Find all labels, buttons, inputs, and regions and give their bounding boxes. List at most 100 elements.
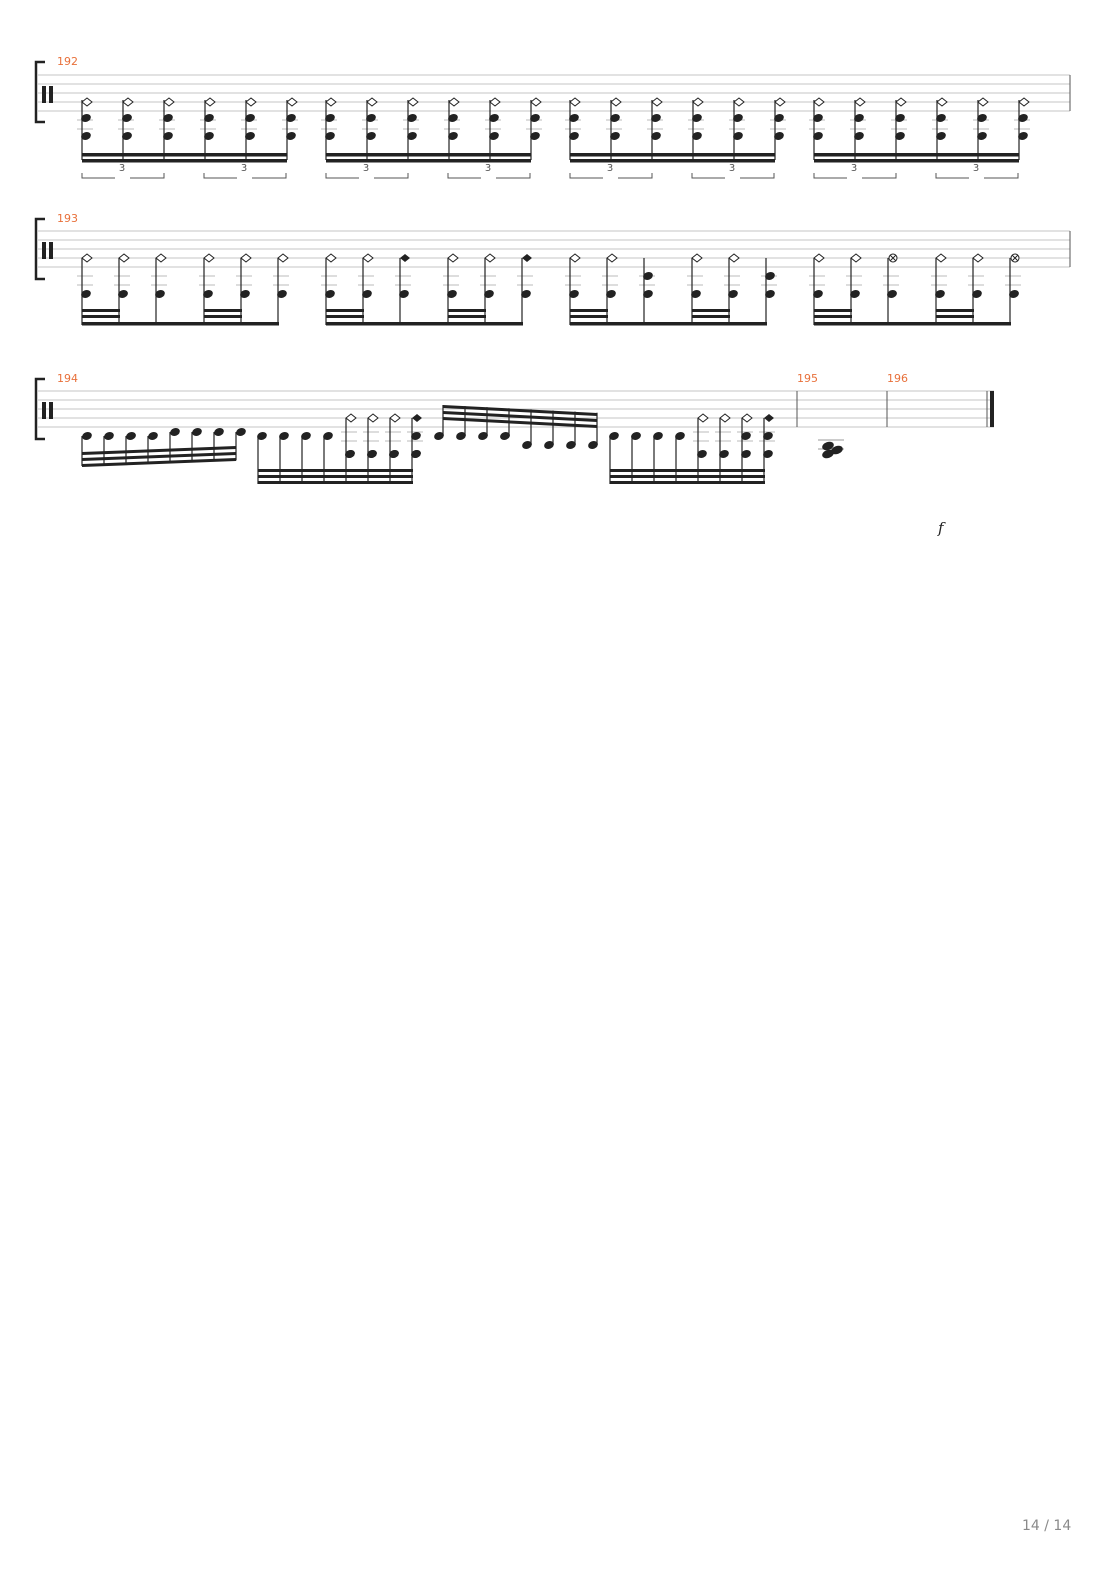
bar-number: 195	[797, 372, 818, 385]
tuplet-number: 3	[851, 163, 857, 174]
cymbal-notehead	[651, 97, 663, 107]
system-2: 193	[34, 212, 1071, 326]
notehead	[643, 272, 653, 280]
bar-number: 192	[57, 55, 78, 68]
cymbal-notehead	[448, 97, 460, 107]
filled-diamond-notehead	[522, 254, 532, 262]
dynamic-marking: f	[937, 519, 946, 537]
notehead	[741, 432, 751, 440]
cymbal-notehead	[81, 97, 93, 107]
notehead	[765, 290, 775, 298]
beams	[82, 309, 1011, 326]
beams	[82, 153, 1019, 163]
cymbal-notehead	[155, 253, 167, 263]
notehead	[675, 432, 685, 440]
notehead	[366, 114, 376, 122]
notehead	[240, 290, 250, 298]
cymbal-notehead	[728, 253, 740, 263]
notehead	[936, 132, 946, 140]
notehead	[813, 114, 823, 122]
notehead	[389, 450, 399, 458]
whole-note-chord	[818, 439, 844, 459]
notehead	[854, 132, 864, 140]
cymbal-notehead	[122, 97, 134, 107]
notehead	[286, 114, 296, 122]
cymbal-notehead	[367, 413, 379, 423]
notehead	[447, 290, 457, 298]
staff-lines	[38, 230, 1070, 268]
notehead	[257, 432, 267, 440]
cymbal-notehead	[489, 97, 501, 107]
notehead	[245, 132, 255, 140]
cymbal-notehead	[895, 97, 907, 107]
notehead	[478, 432, 488, 440]
cymbal-notehead	[813, 253, 825, 263]
notehead	[163, 114, 173, 122]
staff-lines	[38, 74, 1070, 112]
notehead	[367, 450, 377, 458]
cymbal-notehead	[345, 413, 357, 423]
notehead	[126, 432, 136, 440]
notehead	[366, 132, 376, 140]
notehead	[325, 114, 335, 122]
notehead	[362, 290, 372, 298]
filled-diamond-notehead	[764, 414, 774, 422]
notehead	[631, 432, 641, 440]
notehead	[148, 432, 158, 440]
cymbal-notehead	[1018, 97, 1030, 107]
notehead	[122, 114, 132, 122]
notes	[81, 405, 775, 484]
notehead	[155, 290, 165, 298]
cymbal-notehead	[407, 97, 419, 107]
notehead	[774, 114, 784, 122]
notehead	[935, 290, 945, 298]
circled-x-notehead	[1011, 254, 1019, 262]
notehead	[345, 450, 355, 458]
tuplet-number: 3	[241, 163, 247, 174]
cymbal-notehead	[936, 97, 948, 107]
notes	[77, 253, 1021, 325]
notehead	[118, 290, 128, 298]
notehead	[301, 432, 311, 440]
cymbal-notehead	[484, 253, 496, 263]
cymbal-notehead	[774, 97, 786, 107]
notehead	[610, 114, 620, 122]
circled-x-notehead	[889, 254, 897, 262]
cymbal-notehead	[389, 413, 401, 423]
system-bracket	[34, 377, 45, 441]
notehead	[566, 441, 576, 449]
notehead	[407, 114, 417, 122]
notehead	[1018, 132, 1028, 140]
cymbal-notehead	[610, 97, 622, 107]
notehead	[236, 428, 246, 436]
notehead	[728, 290, 738, 298]
percussion-clef	[42, 86, 53, 103]
final-barline-thick	[990, 391, 994, 427]
notehead	[81, 290, 91, 298]
notehead	[104, 432, 114, 440]
score: 192 3 3 3 3 3 3 3 3	[34, 55, 1071, 537]
percussion-clef	[42, 402, 53, 419]
page-number: 14 / 14	[1022, 1518, 1072, 1534]
notehead	[489, 114, 499, 122]
notehead	[192, 428, 202, 436]
notehead	[245, 114, 255, 122]
notehead	[411, 450, 421, 458]
notehead	[733, 114, 743, 122]
cymbal-notehead	[362, 253, 374, 263]
notehead	[279, 432, 289, 440]
notehead	[448, 114, 458, 122]
notehead	[887, 290, 897, 298]
notehead	[434, 432, 444, 440]
bar-number: 196	[887, 372, 908, 385]
notehead	[325, 132, 335, 140]
cymbal-notehead	[692, 97, 704, 107]
filled-diamond-notehead	[412, 414, 422, 422]
notehead	[813, 290, 823, 298]
notehead	[763, 432, 773, 440]
notehead	[850, 290, 860, 298]
notehead	[204, 132, 214, 140]
notehead	[277, 290, 287, 298]
notehead	[813, 132, 823, 140]
notehead	[895, 132, 905, 140]
